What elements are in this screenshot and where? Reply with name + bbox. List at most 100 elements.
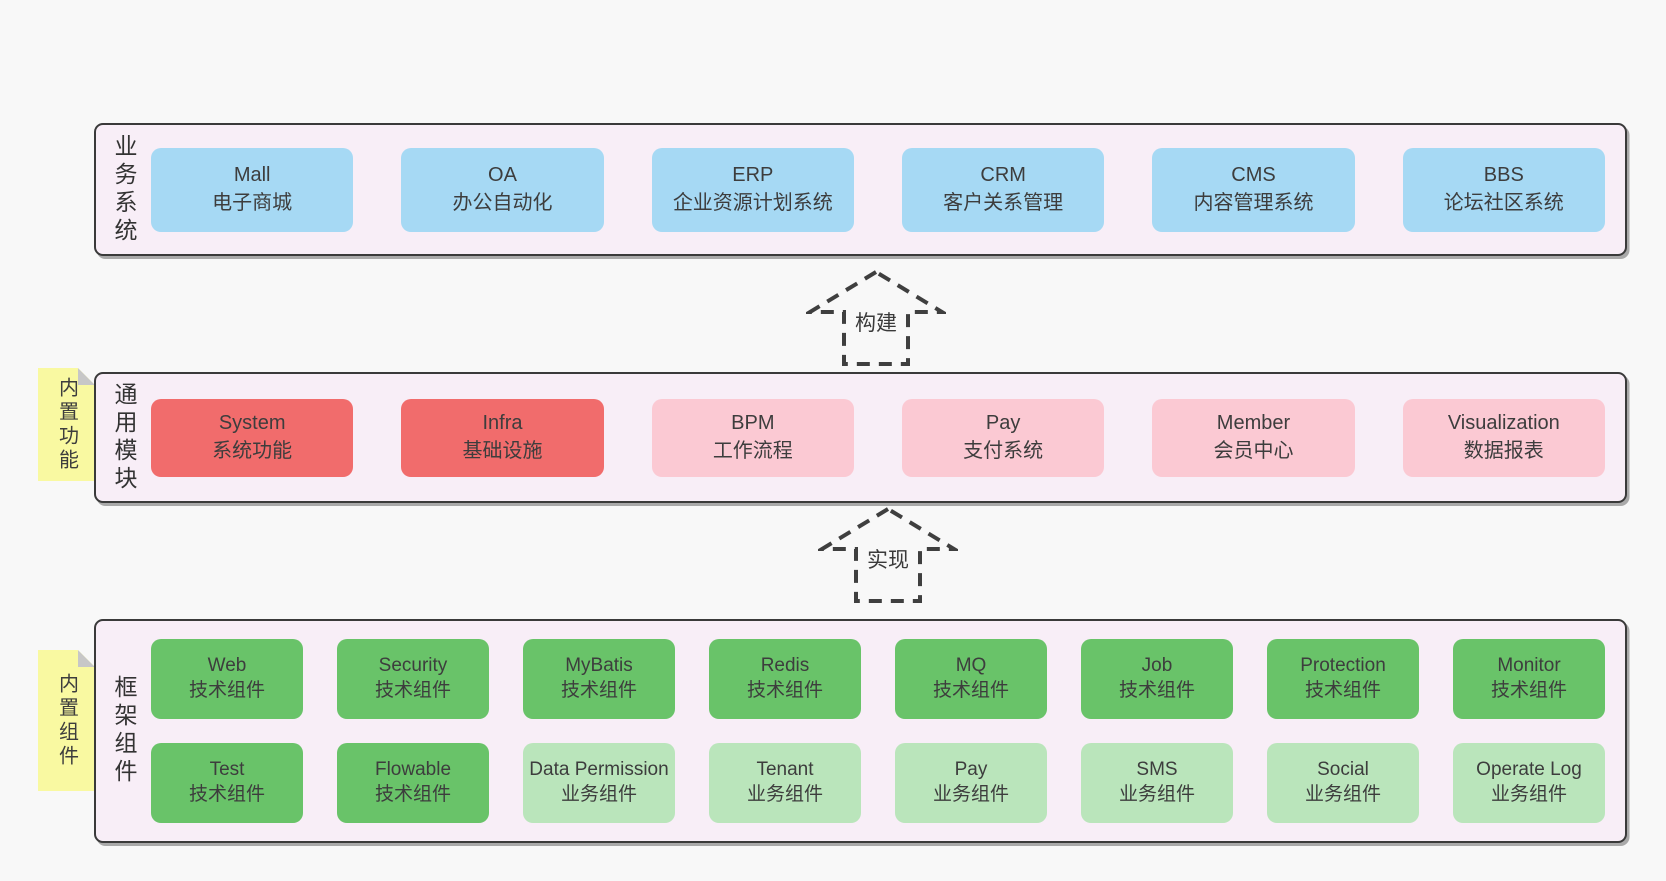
module-box: BPM 工作流程 (651, 398, 854, 477)
box-subtitle: 电子商城 (212, 191, 293, 214)
dashed-up-arrow-icon: 构建 (806, 269, 946, 366)
box-subtitle: 业务组件 (1118, 784, 1195, 805)
box-title: OA (488, 163, 517, 186)
common-modules-label: 通用模块 (111, 381, 137, 494)
module-box: Tenant 业务组件 (709, 743, 861, 823)
module-box: CMS 内容管理系统 (1152, 147, 1355, 232)
box-title: System (218, 411, 286, 434)
module-box: Test 技术组件 (151, 743, 303, 823)
business-systems-label: 业务系统 (111, 133, 137, 246)
framework-components-panel: 框架组件 Web 技术组件 Security 技术组件 MyBatis 技术组件… (94, 619, 1627, 843)
box-subtitle: 内容管理系统 (1193, 191, 1314, 214)
module-box: CRM 客户关系管理 (901, 147, 1105, 232)
box-title: Monitor (1497, 655, 1561, 677)
box-title: BPM (731, 411, 775, 434)
box-title: Data Permission (529, 759, 669, 781)
module-box: Security 技术组件 (337, 639, 489, 719)
build-arrow: 构建 (806, 268, 946, 368)
box-subtitle: 技术组件 (374, 680, 451, 701)
box-subtitle: 工作流程 (712, 439, 793, 462)
module-box: Infra 基础设施 (401, 398, 604, 477)
built-in-features-tab: 内置功能 (38, 368, 95, 481)
module-box: System 系统功能 (151, 398, 354, 477)
box-subtitle: 技术组件 (188, 680, 265, 701)
module-box: Pay 业务组件 (895, 743, 1047, 823)
box-subtitle: 技术组件 (932, 680, 1009, 701)
box-subtitle: 系统功能 (212, 439, 293, 462)
box-title: Web (207, 655, 247, 677)
module-box: Member 会员中心 (1152, 398, 1355, 477)
box-subtitle: 技术组件 (1304, 680, 1381, 701)
box-subtitle: 技术组件 (1490, 680, 1567, 701)
box-subtitle: 基础设施 (462, 439, 543, 462)
module-box: MQ 技术组件 (895, 639, 1047, 719)
module-box: Flowable 技术组件 (337, 743, 489, 823)
box-subtitle: 业务组件 (1304, 784, 1381, 805)
built-in-components-label: 内置组件 (55, 672, 78, 769)
module-box: Redis 技术组件 (709, 639, 861, 719)
module-box: Monitor 技术组件 (1453, 639, 1605, 719)
arrow-label-backing (851, 309, 901, 337)
common-modules-panel: 通用模块 System 系统功能 Infra 基础设施 BPM 工作流程 Pay… (94, 372, 1627, 503)
box-title: Operate Log (1476, 759, 1582, 781)
module-box: Job 技术组件 (1081, 639, 1233, 719)
module-box: OA 办公自动化 (401, 147, 604, 232)
box-subtitle: 数据报表 (1463, 439, 1544, 462)
dashed-up-arrow-icon: 实现 (818, 506, 958, 603)
box-title: MyBatis (565, 655, 633, 677)
module-box: Data Permission 业务组件 (523, 743, 675, 823)
module-box: MyBatis 技术组件 (523, 639, 675, 719)
implement-arrow: 实现 (818, 505, 958, 605)
box-title: BBS (1483, 163, 1524, 186)
box-title: Infra (482, 411, 523, 434)
box-subtitle: 业务组件 (1490, 784, 1567, 805)
implement-arrow-label: 实现 (867, 549, 909, 572)
box-title: Job (1141, 655, 1173, 677)
framework-components-label: 框架组件 (111, 675, 137, 787)
common-modules-boxes: System 系统功能 Infra 基础设施 BPM 工作流程 Pay 支付系统… (135, 398, 1625, 477)
built-in-features-label: 内置功能 (55, 376, 78, 473)
box-subtitle: 企业资源计划系统 (672, 191, 833, 214)
box-title: Tenant (756, 759, 814, 781)
box-subtitle: 会员中心 (1213, 439, 1294, 462)
box-subtitle: 技术组件 (746, 680, 823, 701)
box-title: ERP (732, 163, 774, 186)
module-box: BBS 论坛社区系统 (1402, 147, 1605, 232)
box-title: Mall (233, 163, 271, 186)
box-title: Member (1216, 411, 1291, 434)
box-title: CRM (980, 163, 1026, 186)
module-box: ERP 企业资源计划系统 (651, 147, 854, 232)
box-title: Test (209, 759, 245, 781)
box-subtitle: 业务组件 (560, 784, 637, 805)
module-box: Web 技术组件 (151, 639, 303, 719)
folded-corner-icon (78, 650, 95, 667)
box-title: Social (1317, 759, 1369, 781)
box-subtitle: 业务组件 (746, 784, 823, 805)
box-title: MQ (955, 655, 987, 677)
box-subtitle: 办公自动化 (452, 191, 553, 214)
business-systems-boxes: Mall 电子商城 OA 办公自动化 ERP 企业资源计划系统 CRM 客户关系… (135, 147, 1625, 232)
box-subtitle: 技术组件 (374, 784, 451, 805)
box-subtitle: 业务组件 (932, 784, 1009, 805)
built-in-components-tab: 内置组件 (38, 650, 95, 791)
module-box: Social 业务组件 (1267, 743, 1419, 823)
box-title: SMS (1136, 759, 1178, 781)
box-subtitle: 论坛社区系统 (1443, 191, 1564, 214)
box-title: Security (378, 655, 448, 677)
box-subtitle: 技术组件 (560, 680, 637, 701)
framework-components-rows: Web 技术组件 Security 技术组件 MyBatis 技术组件 Redi… (135, 621, 1625, 841)
biz-components-row: Test 技术组件 Flowable 技术组件 Data Permission … (151, 743, 1605, 823)
module-box: Visualization 数据报表 (1402, 398, 1605, 477)
arrow-label-backing (863, 546, 913, 574)
module-box: SMS 业务组件 (1081, 743, 1233, 823)
box-title: Protection (1300, 655, 1386, 677)
box-title: Redis (760, 655, 810, 677)
box-title: Pay (954, 759, 988, 781)
folded-corner-icon (78, 368, 95, 385)
box-subtitle: 客户关系管理 (943, 191, 1064, 214)
box-subtitle: 支付系统 (963, 439, 1044, 462)
module-box: Pay 支付系统 (901, 398, 1105, 477)
build-arrow-label: 构建 (855, 312, 897, 335)
tech-components-row: Web 技术组件 Security 技术组件 MyBatis 技术组件 Redi… (151, 639, 1605, 719)
module-box: Operate Log 业务组件 (1453, 743, 1605, 823)
